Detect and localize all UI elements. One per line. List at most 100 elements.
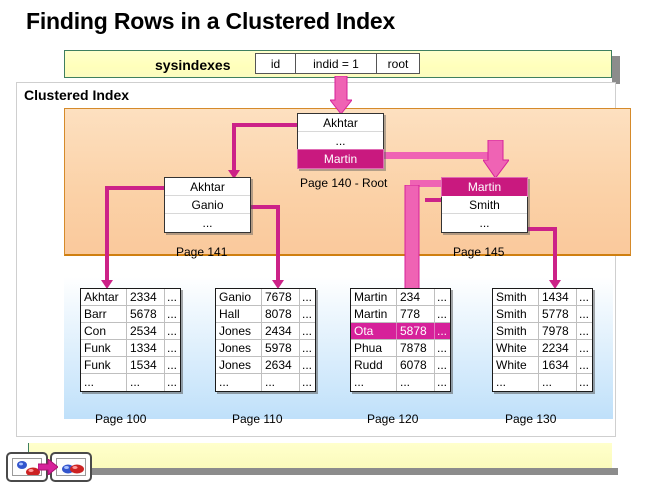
page-caption-root: Page 140 - Root	[300, 176, 388, 190]
leaf-more: ...	[579, 324, 590, 338]
arrow-141-to-100	[101, 280, 113, 289]
table-row[interactable]: Martin 778 ...	[351, 306, 450, 323]
table-row[interactable]: Hall 8078 ...	[216, 306, 315, 323]
table-row[interactable]: Martin 234 ...	[351, 289, 450, 306]
page-caption-100: Page 100	[95, 412, 147, 426]
leaf-key: Ota	[351, 323, 397, 339]
leaf-value: 2634	[262, 357, 300, 373]
table-row[interactable]: Rudd 6078 ...	[351, 357, 450, 374]
table-row[interactable]: White 1634 ...	[493, 357, 592, 374]
connector-145-to-130-horizontal	[528, 227, 557, 231]
leaf-key: Con	[81, 323, 127, 339]
leaf-more: ...	[302, 307, 313, 321]
leaf-value: 5978	[262, 340, 300, 356]
connector-145-smith-horizontal	[425, 198, 445, 202]
leaf-value: 778	[397, 306, 435, 322]
sysindexes-cell-root: root	[376, 53, 420, 74]
table-row[interactable]: Phua 7878 ...	[351, 340, 450, 357]
table-row[interactable]: Jones 5978 ...	[216, 340, 315, 357]
index-node-row[interactable]: Akhtar	[165, 178, 250, 196]
leaf-more: ...	[579, 290, 590, 304]
index-node-row-highlighted[interactable]: Martin	[298, 150, 383, 168]
leaf-more: ...	[579, 341, 590, 355]
leaf-key: Smith	[493, 306, 539, 322]
leaf-value: 1534	[127, 357, 165, 373]
leaf-more: ...	[437, 341, 448, 355]
next-button-icon	[56, 458, 86, 476]
leaf-value: 1434	[539, 289, 577, 305]
page-caption-130: Page 130	[505, 412, 557, 426]
index-node-page145[interactable]: Martin Smith ...	[441, 177, 528, 233]
table-row[interactable]: Funk 1334 ...	[81, 340, 180, 357]
leaf-more: ...	[167, 341, 178, 355]
page-caption-110: Page 110	[232, 412, 283, 426]
index-node-row[interactable]: ...	[298, 132, 383, 150]
next-arrow-icon	[37, 457, 59, 477]
leaf-value: 8078	[262, 306, 300, 322]
table-row[interactable]: ... ... ...	[81, 374, 180, 391]
index-node-row[interactable]: ...	[442, 214, 527, 232]
index-node-root[interactable]: Akhtar ... Martin	[297, 113, 384, 169]
leaf-more: ...	[437, 358, 448, 372]
leaf-key: White	[493, 357, 539, 373]
table-row[interactable]: White 2234 ...	[493, 340, 592, 357]
leaf-key: Martin	[351, 289, 397, 305]
table-row[interactable]: Jones 2434 ...	[216, 323, 315, 340]
leaf-key: Rudd	[351, 357, 397, 373]
table-row[interactable]: Funk 1534 ...	[81, 357, 180, 374]
table-row[interactable]: ... ... ...	[351, 374, 450, 391]
leaf-more: ...	[167, 358, 178, 372]
table-row-highlighted[interactable]: Ota 5878 ...	[351, 323, 450, 340]
table-row[interactable]: Smith 1434 ...	[493, 289, 592, 306]
leaf-value: ...	[127, 374, 165, 391]
table-row[interactable]: Smith 7978 ...	[493, 323, 592, 340]
leaf-page-110[interactable]: Ganio 7678 ... Hall 8078 ... Jones 2434 …	[215, 288, 316, 392]
database-icon	[62, 464, 84, 474]
arrow-145-to-130	[549, 280, 561, 289]
leaf-key: ...	[351, 374, 397, 391]
leaf-key: Smith	[493, 323, 539, 339]
leaf-more: ...	[437, 307, 448, 321]
arrow-root-to-145-glyph	[482, 139, 510, 179]
leaf-more: ...	[302, 324, 313, 338]
table-row[interactable]: Ganio 7678 ...	[216, 289, 315, 306]
arrow-sysindexes-to-root	[328, 75, 354, 116]
arrow-sysindexes-to-root-glyph	[328, 75, 354, 115]
leaf-key: Funk	[81, 340, 127, 356]
leaf-value: ...	[262, 374, 300, 391]
leaf-key: ...	[216, 374, 262, 391]
leaf-value: 5678	[127, 306, 165, 322]
table-row[interactable]: Con 2534 ...	[81, 323, 180, 340]
leaf-page-130[interactable]: Smith 1434 ... Smith 5778 ... Smith 7978…	[492, 288, 593, 392]
table-row[interactable]: Barr 5678 ...	[81, 306, 180, 323]
index-node-row[interactable]: Akhtar	[298, 114, 383, 132]
leaf-value: ...	[397, 374, 435, 391]
index-node-row[interactable]: Ganio	[165, 196, 250, 214]
connector-root-to-141-horizontal	[232, 123, 298, 127]
table-row[interactable]: Akhtar 2334 ...	[81, 289, 180, 306]
bottom-bar	[28, 443, 612, 468]
leaf-more: ...	[302, 375, 313, 389]
leaf-key: Ganio	[216, 289, 262, 305]
arrow-root-to-141	[228, 170, 240, 179]
page-caption-141: Page 141	[176, 245, 228, 259]
table-row[interactable]: ... ... ...	[216, 374, 315, 391]
leaf-key: Smith	[493, 289, 539, 305]
index-node-row[interactable]: Smith	[442, 196, 527, 214]
previous-button[interactable]	[6, 452, 48, 482]
connector-145-to-130-vertical	[553, 227, 557, 283]
index-node-row-highlighted[interactable]: Martin	[442, 178, 527, 196]
connector-141-to-110-horizontal	[250, 205, 280, 209]
table-row[interactable]: Jones 2634 ...	[216, 357, 315, 374]
connector-root-to-141-vertical	[232, 123, 236, 172]
index-node-page141[interactable]: Akhtar Ganio ...	[164, 177, 251, 233]
index-node-row[interactable]: ...	[165, 214, 250, 232]
leaf-page-100[interactable]: Akhtar 2334 ... Barr 5678 ... Con 2534 .…	[80, 288, 181, 392]
table-row[interactable]: Smith 5778 ...	[493, 306, 592, 323]
connector-141-to-100-horizontal	[105, 186, 167, 190]
connector-141-to-100-vertical	[105, 186, 109, 283]
leaf-key: White	[493, 340, 539, 356]
leaf-page-120[interactable]: Martin 234 ... Martin 778 ... Ota 5878 .…	[350, 288, 451, 392]
table-row[interactable]: ... ... ...	[493, 374, 592, 391]
leaf-more: ...	[302, 290, 313, 304]
